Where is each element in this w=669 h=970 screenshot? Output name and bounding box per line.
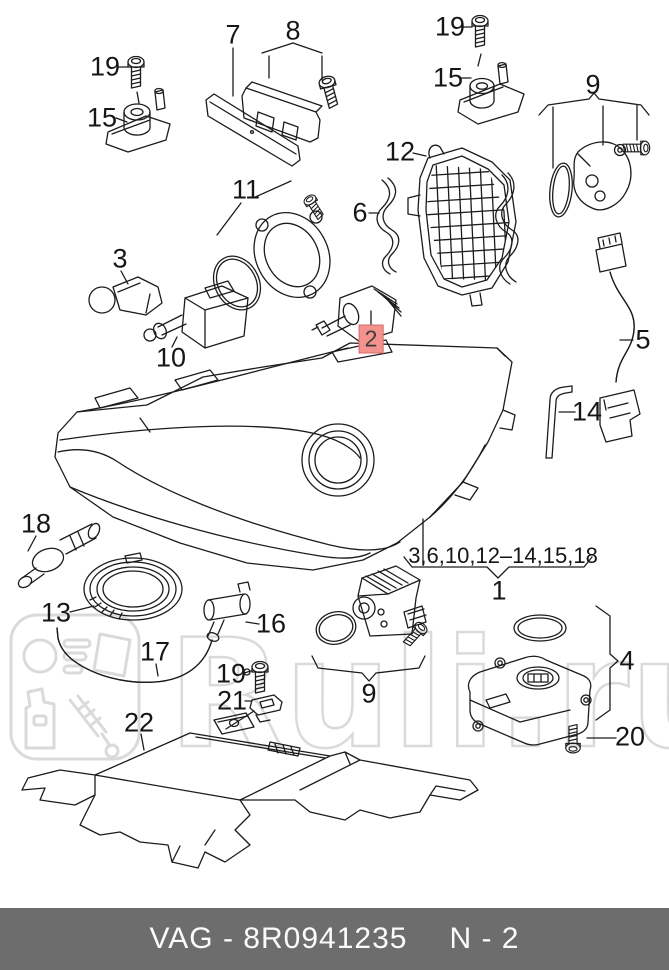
part-label-15: 15	[86, 102, 118, 133]
wheel-icon	[22, 638, 58, 674]
part-12-mesh-panel	[407, 144, 517, 307]
part-21-clip-nut	[249, 694, 283, 723]
part-22-undertray	[21, 732, 479, 869]
part-13-cover-cap	[83, 552, 183, 621]
part-label-14: 14	[571, 396, 603, 427]
part-label-19: 19	[89, 51, 121, 82]
part-18-washer-nozzle	[17, 522, 101, 589]
footer-part-number: VAG - 8R0941235	[149, 922, 408, 955]
part-label-11: 11	[231, 174, 261, 205]
leader-lines	[27, 26, 650, 751]
part-6-spring-clips	[376, 172, 519, 285]
oil-canister-icon	[24, 687, 56, 750]
part-label-15: 15	[432, 62, 464, 93]
part-label-22: 22	[123, 707, 155, 738]
caption-part-list: 3,6,10,12–14,15,18	[408, 543, 598, 568]
part-label-6: 6	[352, 197, 368, 228]
part-16-valve	[203, 581, 251, 642]
part-label-9: 9	[361, 678, 377, 709]
part-3-bulb	[88, 276, 163, 316]
part-label-13: 13	[40, 597, 72, 628]
part-label-12: 12	[384, 136, 416, 167]
footer-page-number: N - 2	[449, 922, 520, 955]
part-label-9: 9	[585, 69, 601, 100]
tray-mount-tab	[213, 712, 255, 735]
part-label-19: 19	[434, 11, 466, 42]
part-label-16: 16	[255, 608, 287, 639]
part-label-3: 3	[112, 243, 128, 274]
part-label-20: 20	[614, 721, 646, 752]
part-label-7: 7	[225, 19, 241, 50]
part-label-4: 4	[619, 645, 635, 676]
part-label-21: 21	[216, 685, 248, 716]
part-8-bracket-rail	[241, 73, 343, 143]
part-9-group-top	[549, 140, 651, 218]
part-7-trim-panel	[205, 93, 301, 167]
part-9-group-bottom	[311, 565, 430, 682]
board-icon	[92, 632, 132, 678]
part-15-bracket-left	[105, 87, 171, 153]
list-bars-icon	[62, 638, 92, 675]
part-15-bracket-mid	[457, 61, 525, 125]
part-10-leveling-motor	[143, 280, 249, 349]
part-14-trim-strip	[545, 385, 573, 459]
part-label-10: 10	[155, 342, 187, 373]
highlighted-part-label-2[interactable]: 2	[358, 324, 384, 354]
part-17-hose	[56, 627, 213, 683]
part-11-retaining-ring	[212, 192, 331, 311]
part-label-1: 1	[491, 575, 507, 606]
part-label-5: 5	[635, 324, 651, 355]
logo-frame	[9, 613, 141, 761]
part-label-8: 8	[285, 15, 301, 46]
part-label-17: 17	[139, 636, 171, 667]
part-5-igniter-cable	[595, 232, 641, 443]
part-label-19: 19	[215, 658, 247, 689]
part-label-18: 18	[20, 508, 52, 539]
watermark-logo	[9, 613, 141, 761]
part-4-ballast-group	[467, 614, 592, 754]
shock-absorber-icon	[68, 694, 120, 759]
exploded-view-drawing	[17, 14, 651, 869]
footer-bar: VAG - 8R0941235 N - 2	[0, 908, 669, 970]
